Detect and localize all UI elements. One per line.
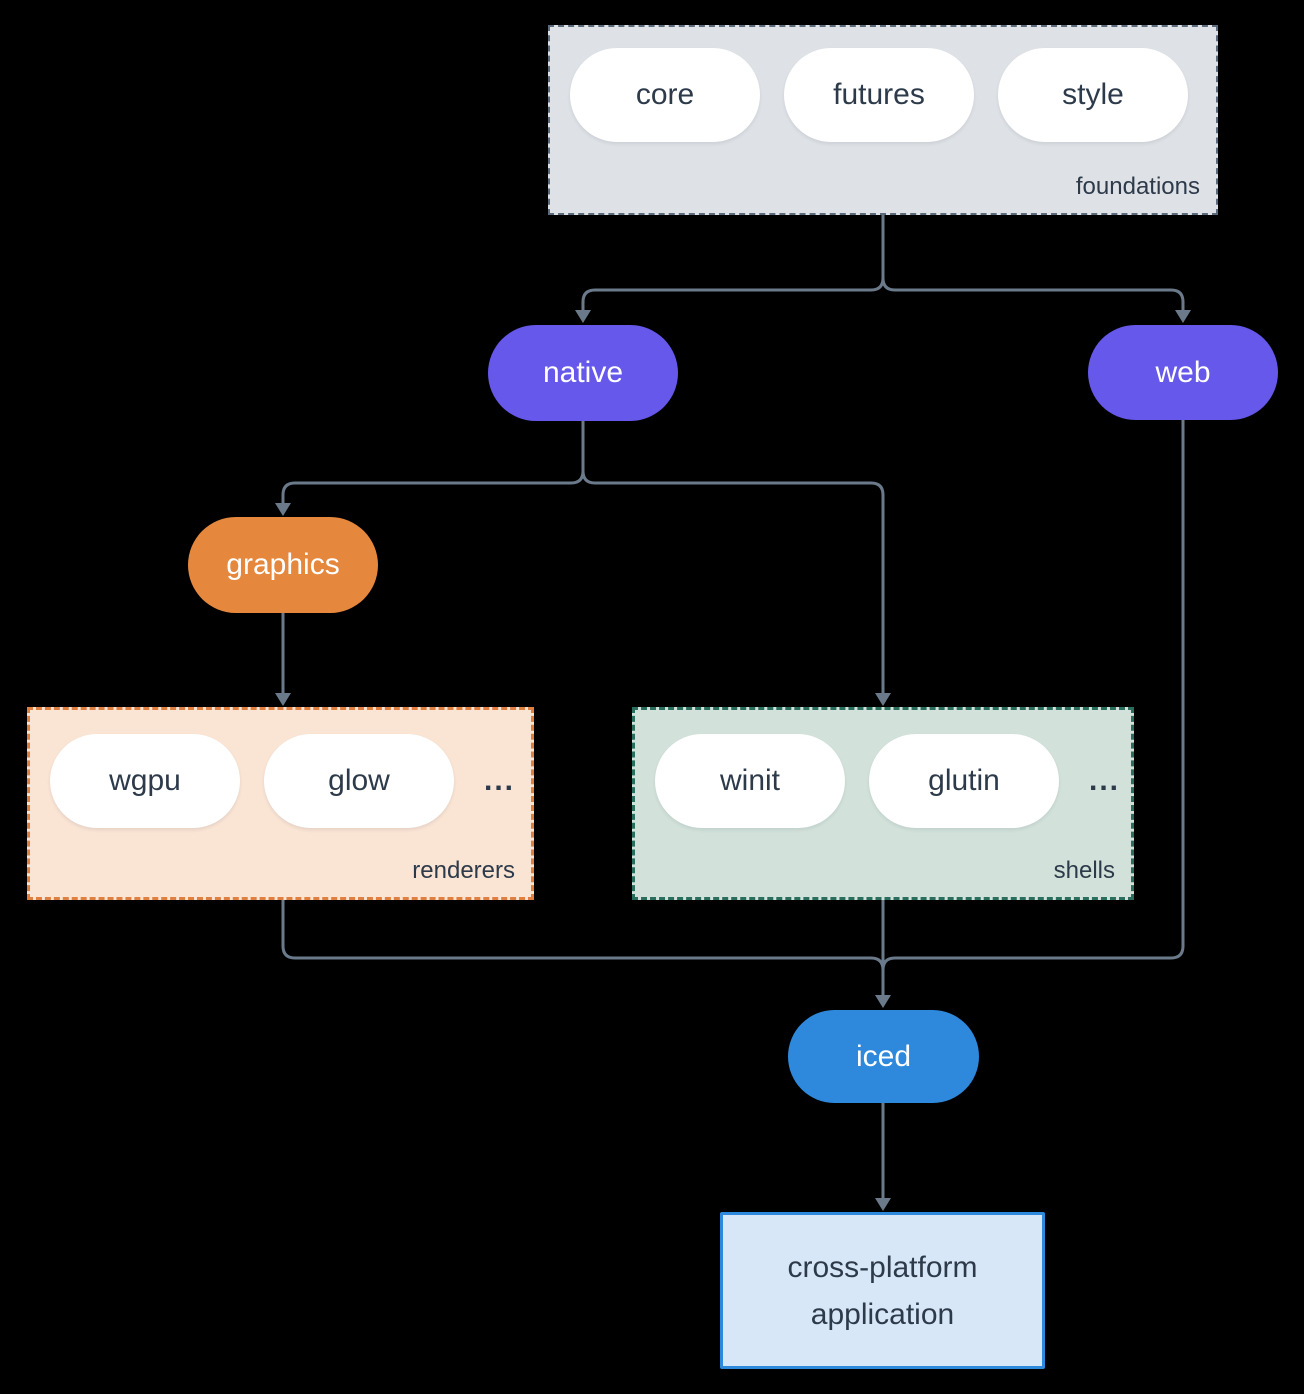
pill-core: core bbox=[570, 48, 760, 142]
node-native: native bbox=[488, 325, 678, 421]
renderers-ellipsis: ... bbox=[484, 764, 516, 797]
arrowhead-shells bbox=[875, 693, 891, 706]
shells-ellipsis: ... bbox=[1089, 764, 1121, 797]
pill-winit: winit bbox=[655, 734, 845, 828]
connector-foundations-native bbox=[581, 215, 885, 311]
node-iced: iced bbox=[788, 1010, 979, 1103]
connector-foundations-web bbox=[881, 215, 1185, 311]
arrowhead-application bbox=[875, 1198, 891, 1211]
node-web: web bbox=[1088, 325, 1278, 420]
pill-glutin: glutin bbox=[869, 734, 1059, 828]
group-label-foundations: foundations bbox=[1075, 173, 1200, 200]
foundations-pill-row: core futures style bbox=[550, 27, 1216, 142]
arrowhead-web bbox=[1175, 310, 1191, 323]
arrowhead-native bbox=[575, 310, 591, 323]
connector-renderers-iced bbox=[281, 900, 885, 971]
connector-native-graphics bbox=[281, 421, 585, 504]
connector-native-shells bbox=[581, 421, 885, 694]
pill-wgpu: wgpu bbox=[50, 734, 240, 828]
arrowhead-iced bbox=[875, 995, 891, 1008]
pill-futures: futures bbox=[784, 48, 974, 142]
arrowhead-graphics bbox=[275, 503, 291, 516]
arrowhead-renderers bbox=[275, 693, 291, 706]
node-application: cross-platform application bbox=[720, 1212, 1045, 1369]
shells-pill-row: winit glutin ... bbox=[635, 710, 1131, 828]
group-label-renderers: renderers bbox=[412, 857, 515, 884]
pill-style: style bbox=[998, 48, 1188, 142]
renderers-pill-row: wgpu glow ... bbox=[30, 710, 531, 828]
pill-glow: glow bbox=[264, 734, 454, 828]
group-foundations: core futures style foundations bbox=[548, 25, 1218, 215]
node-graphics: graphics bbox=[188, 517, 378, 613]
group-shells: winit glutin ... shells bbox=[632, 707, 1134, 900]
group-label-shells: shells bbox=[1053, 857, 1115, 884]
group-renderers: wgpu glow ... renderers bbox=[27, 707, 534, 900]
